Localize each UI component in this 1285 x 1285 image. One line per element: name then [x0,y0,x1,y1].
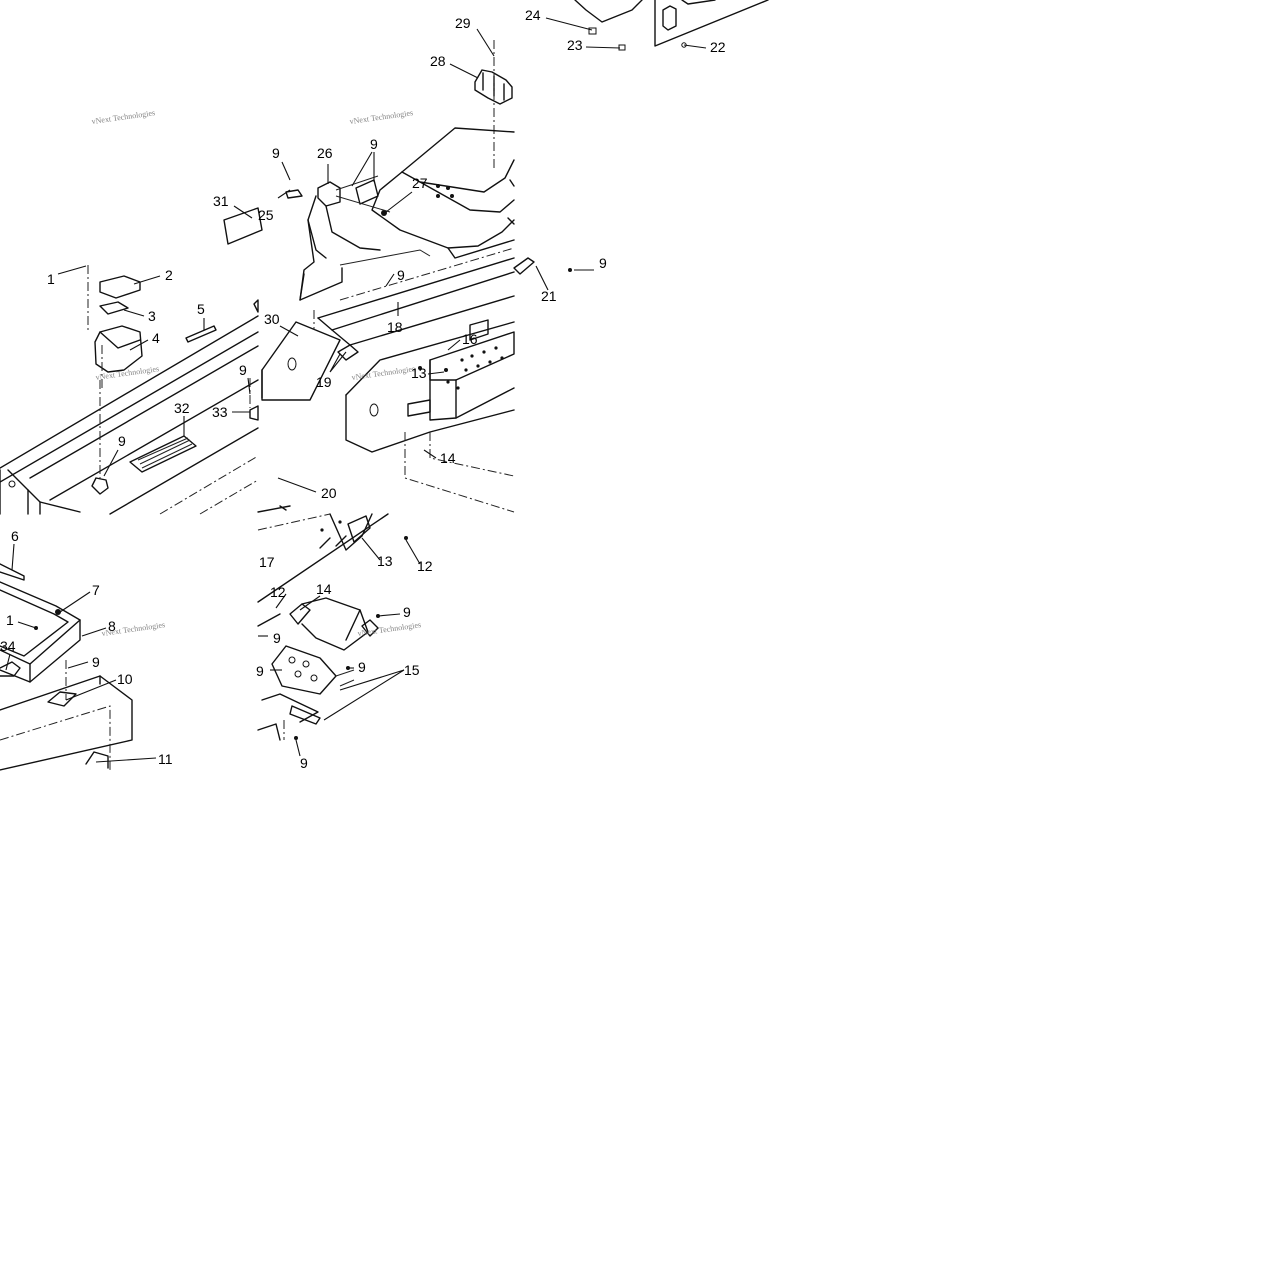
callout-1: 1 [6,612,14,628]
top-right-assembly [574,0,769,51]
callout-13: 13 [377,553,393,569]
callout-9: 9 [92,654,100,670]
callout-19: 19 [316,374,332,390]
leader-lines [5,17,707,763]
center-tub-assembly [261,127,515,513]
pin-21 [513,257,572,275]
callout-3: 3 [148,308,156,324]
callout-14: 14 [316,581,332,597]
callout-9: 9 [397,267,405,283]
watermark: vNext Technologies [349,108,414,126]
callout-13: 13 [411,365,427,381]
callout-2: 2 [165,267,173,283]
callout-28: 28 [430,53,446,69]
callout-18: 18 [387,319,403,335]
callout-9: 9 [256,663,264,679]
callout-32: 32 [174,400,190,416]
watermark: vNext Technologies [91,108,156,126]
callout-9: 9 [118,433,126,449]
callout-16: 16 [462,331,478,347]
callout-34: 34 [0,638,16,654]
callout-15: 15 [404,662,420,678]
callout-24: 24 [525,7,541,23]
callout-labels: 29 24 23 22 28 9 26 9 27 31 25 1 2 3 5 4… [0,7,726,771]
callout-14: 14 [440,450,456,466]
callout-9: 9 [358,659,366,675]
callout-1: 1 [47,271,55,287]
callout-30: 30 [264,311,280,327]
callout-21: 21 [541,288,557,304]
callout-9: 9 [272,145,280,161]
callout-4: 4 [152,330,160,346]
callout-9: 9 [273,630,281,646]
callout-9: 9 [300,755,308,771]
callout-33: 33 [212,404,228,420]
callout-9: 9 [599,255,607,271]
callout-29: 29 [455,15,471,31]
callout-10: 10 [117,671,133,687]
callout-9: 9 [403,604,411,620]
callout-5: 5 [197,301,205,317]
callout-11: 11 [158,751,173,767]
left-base-assembly [0,265,259,515]
watermark: vNext Technologies [351,364,416,382]
callout-31: 31 [213,193,229,209]
bottom-left-assembly [0,563,133,771]
callout-27: 27 [412,175,428,191]
steering-arm-assembly [223,175,431,330]
callout-12: 12 [417,558,433,574]
callout-22: 22 [710,39,726,55]
callout-8: 8 [108,618,116,634]
callout-6: 6 [11,528,19,544]
watermarks: vNext Technologies vNext Technologies vN… [91,108,422,638]
callout-17: 17 [259,554,275,570]
callout-9: 9 [370,136,378,152]
callout-25: 25 [258,207,274,223]
bottom-middle-assembly [257,505,408,741]
callout-7: 7 [92,582,100,598]
callout-12: 12 [270,584,286,600]
callout-20: 20 [321,485,337,501]
callout-26: 26 [317,145,333,161]
callout-23: 23 [567,37,583,53]
callout-9: 9 [239,362,247,378]
